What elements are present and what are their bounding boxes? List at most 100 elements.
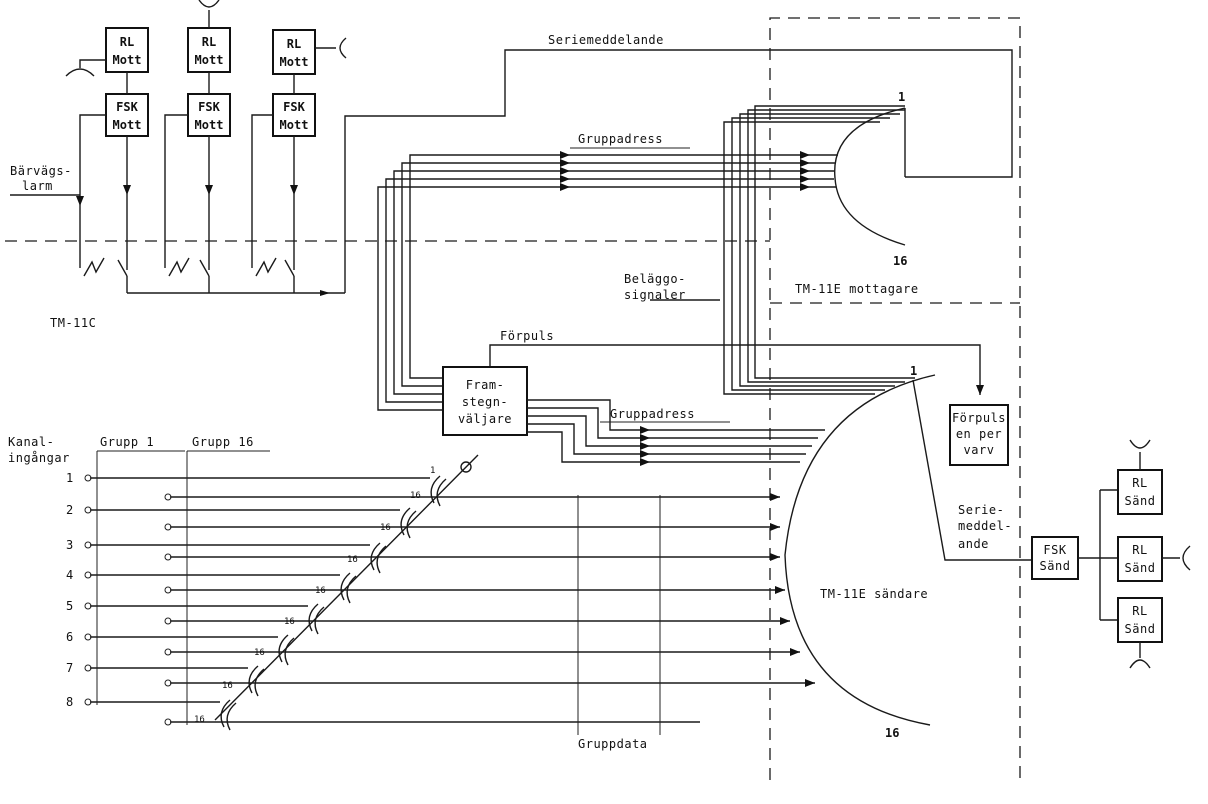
fsk-mott-box-1: FSK Mott — [105, 93, 149, 137]
svg-text:ande: ande — [958, 537, 989, 551]
forpuls-label: Förpuls — [500, 329, 554, 343]
svg-text:Mott: Mott — [113, 53, 142, 67]
svg-text:FSK: FSK — [283, 100, 305, 114]
gruppadress-lower-label: Gruppadress — [610, 407, 695, 421]
svg-text:Sänd: Sänd — [1125, 494, 1156, 508]
sender-selector-arc — [784, 374, 936, 726]
framstegnvaljare-box: Fram- stegn- väljare — [442, 366, 528, 436]
svg-text:Förpuls: Förpuls — [952, 411, 1006, 425]
channel-selectors: 1 16 16 16 16 16 16 16 16 — [194, 466, 447, 731]
fsk-mott-box-2: FSK Mott — [187, 93, 231, 137]
svg-text:Sänd: Sänd — [1125, 561, 1156, 575]
sender-pos-16: 16 — [885, 726, 899, 740]
kanalingangar-label: Kanal- — [8, 435, 54, 449]
svg-text:RL: RL — [1132, 476, 1147, 490]
svg-text:1: 1 — [66, 471, 74, 485]
antenna-icon — [1162, 545, 1191, 571]
receiver-selector-arc — [834, 107, 906, 246]
sender-selector-wiper — [912, 379, 1032, 561]
rl-mott-box-1: RL Mott — [105, 27, 149, 73]
svg-text:Mott: Mott — [280, 55, 309, 69]
channel-input-lines — [90, 477, 815, 723]
channel-numbers: 1 2 3 4 5 6 7 8 — [66, 471, 74, 709]
receiver-pos-1: 1 — [898, 90, 905, 104]
svg-text:FSK: FSK — [198, 100, 220, 114]
stepping-chain — [214, 454, 479, 721]
svg-text:16: 16 — [410, 491, 421, 501]
svg-text:FSK: FSK — [1043, 543, 1066, 557]
forpuls-per-varv-box: Förpuls en per varv — [949, 404, 1009, 466]
svg-text:signaler: signaler — [624, 288, 686, 302]
svg-text:FSK: FSK — [116, 100, 138, 114]
svg-text:5: 5 — [66, 599, 74, 613]
svg-text:6: 6 — [66, 630, 74, 644]
gruppadress-bus-lower — [527, 399, 825, 463]
receiver-alarm-wiring — [10, 49, 1013, 294]
svg-text:2: 2 — [66, 503, 74, 517]
svg-text:varv: varv — [964, 443, 995, 457]
antenna-icon — [65, 59, 106, 77]
antenna-icon — [315, 37, 347, 59]
fsk-sand-box: FSK Sänd — [1031, 536, 1079, 580]
svg-text:16: 16 — [315, 586, 326, 596]
rl-sand-box-2: RL Sänd — [1117, 536, 1163, 582]
sender-input-arrows — [770, 493, 815, 687]
svg-text:Sänd: Sänd — [1040, 559, 1071, 573]
gruppdata-label: Gruppdata — [578, 737, 648, 751]
svg-text:Mott: Mott — [280, 118, 309, 132]
svg-text:Mott: Mott — [195, 118, 224, 132]
antenna-icon — [1129, 642, 1151, 669]
svg-text:4: 4 — [66, 568, 74, 582]
antenna-icon — [1129, 439, 1151, 470]
forpuls-line — [489, 344, 981, 395]
fsk-mott-box-3: FSK Mott — [272, 93, 316, 137]
channel-input-terminals — [84, 474, 172, 726]
tm11e-mottagare-label: TM-11E mottagare — [795, 282, 919, 296]
rl-mott-box-3: RL Mott — [272, 29, 316, 75]
tm11e-boundary — [769, 17, 1021, 780]
svg-text:3: 3 — [66, 538, 74, 552]
svg-text:RL: RL — [1132, 543, 1147, 557]
rl-mott-box-2: RL Mott — [187, 27, 231, 73]
gruppadress-bus-upper — [377, 154, 838, 411]
svg-text:larm: larm — [22, 179, 53, 193]
svg-text:Sänd: Sänd — [1125, 622, 1156, 636]
gruppdata-bracket — [577, 495, 661, 735]
grupp16-label: Grupp 16 — [192, 435, 254, 449]
belaggo-signaler-label: Beläggo- — [624, 272, 686, 286]
svg-text:Fram-: Fram- — [466, 378, 505, 392]
svg-text:16: 16 — [254, 648, 265, 658]
gruppadress-upper-label: Gruppadress — [578, 132, 663, 146]
transmit-split — [1078, 489, 1118, 621]
svg-text:16: 16 — [380, 523, 391, 533]
svg-text:RL: RL — [1132, 604, 1147, 618]
svg-text:ingångar: ingångar — [8, 451, 70, 465]
svg-text:16: 16 — [284, 617, 295, 627]
barvagslarm-label: Bärvägs- — [10, 164, 72, 178]
tm11c-label: TM-11C — [50, 316, 96, 330]
svg-text:16: 16 — [194, 715, 205, 725]
svg-text:16: 16 — [222, 681, 233, 691]
svg-text:RL: RL — [120, 35, 134, 49]
svg-text:8: 8 — [66, 695, 74, 709]
grupp1-label: Grupp 1 — [100, 435, 154, 449]
sender-pos-1: 1 — [910, 364, 917, 378]
svg-text:Mott: Mott — [195, 53, 224, 67]
seriemeddelande-out-label: Serie- — [958, 503, 1004, 517]
antenna-icon — [198, 0, 220, 28]
svg-text:RL: RL — [202, 35, 216, 49]
svg-text:meddel-: meddel- — [958, 519, 1012, 533]
svg-text:RL: RL — [287, 37, 301, 51]
tm11e-sandare-label: TM-11E sändare — [820, 587, 928, 601]
svg-text:stegn-: stegn- — [462, 395, 508, 409]
receiver-pos-16: 16 — [893, 254, 907, 268]
svg-text:16: 16 — [347, 555, 358, 565]
svg-text:Mott: Mott — [113, 118, 142, 132]
svg-text:1: 1 — [430, 466, 435, 476]
svg-text:en per: en per — [956, 427, 1002, 441]
rl-sand-box-1: RL Sänd — [1117, 469, 1163, 515]
svg-text:7: 7 — [66, 661, 74, 675]
rl-sand-box-3: RL Sänd — [1117, 597, 1163, 643]
